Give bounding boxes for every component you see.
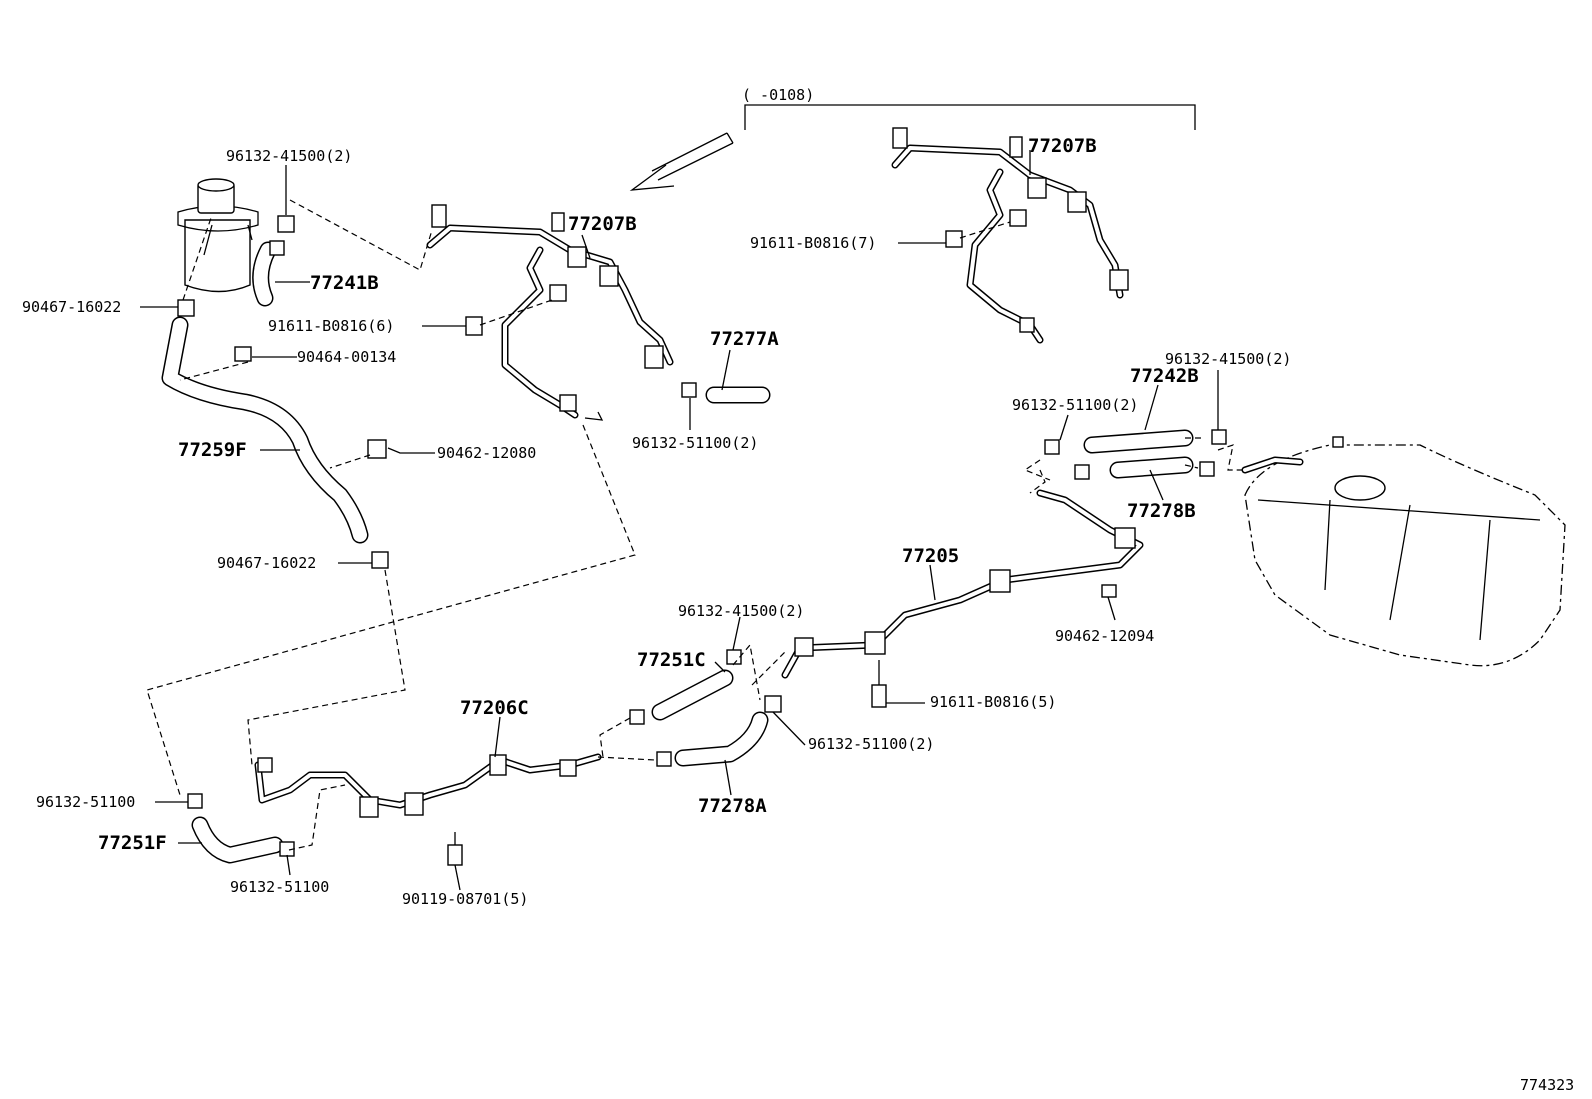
label-96132-51100-c: 96132-51100(2): [808, 735, 934, 753]
hose-77251f: [187, 793, 295, 864]
label-91611-b0816-6: 91611-B0816(6): [268, 317, 394, 335]
label-77251c: 77251C: [637, 649, 706, 671]
clamp-96132-51100-lower: [1074, 464, 1090, 480]
label-96132-51100-e: 96132-51100: [230, 878, 329, 896]
label-77207b-b: 77207B: [1028, 135, 1097, 157]
label-77241b: 77241B: [310, 272, 379, 294]
label-96132-51100-b: 96132-51100(2): [1012, 396, 1138, 414]
pipe-77205: [781, 489, 1144, 679]
clamp-96132-41500-tank: [1211, 429, 1227, 445]
hose-77241b: [252, 241, 277, 307]
label-90467-16022-b: 90467-16022: [217, 554, 316, 572]
label-91611-b0816-5: 91611-B0816(5): [930, 693, 1056, 711]
fuel-tank: [1241, 436, 1566, 667]
label-77242b: 77242B: [1130, 365, 1199, 387]
hose-77277a: [681, 382, 771, 404]
hose-77259f: [161, 316, 369, 544]
label-96132-41500-c: 96132-41500(2): [678, 602, 804, 620]
label-77278a: 77278A: [698, 795, 767, 817]
clip-90464-00134: [234, 346, 252, 362]
label-77205: 77205: [902, 545, 959, 567]
hose-77251c: [629, 649, 742, 725]
pipe-77206c: [254, 753, 602, 818]
bolt-91611-b0816-6: [465, 316, 483, 336]
label-77206c: 77206C: [460, 697, 529, 719]
pipe-77207b-right: [891, 127, 1129, 344]
bolt-90119-08701: [447, 832, 463, 866]
label-77259f: 77259F: [178, 439, 247, 461]
label-91611-b0816-7: 91611-B0816(7): [750, 234, 876, 252]
clip-90462-12080: [367, 439, 387, 459]
label-77251f: 77251F: [98, 832, 167, 854]
label-77278b: 77278B: [1127, 500, 1196, 522]
clamp-90467-16022-upper: [177, 299, 195, 317]
label-90467-16022-a: 90467-16022: [22, 298, 121, 316]
label-90462-12080: 90462-12080: [437, 444, 536, 462]
label-96132-41500-b: 96132-41500(2): [1165, 350, 1291, 368]
direction-arrow: [629, 132, 734, 191]
clamp-90467-16022-lower: [371, 551, 389, 569]
clamp-96132-41500-upper: [277, 215, 295, 233]
label-77207b-a: 77207B: [568, 213, 637, 235]
bolt-91611-b0816-5: [871, 660, 887, 708]
figure-number: 774323: [1520, 1076, 1574, 1094]
leader-lines: [140, 150, 1219, 891]
label-96132-51100-d: 96132-51100: [36, 793, 135, 811]
clamp-96132-51100-upper: [1044, 439, 1060, 455]
label-96132-41500-a: 96132-41500(2): [226, 147, 352, 165]
pipe-77207b-left: [426, 204, 674, 421]
range-bracket: ( -0108): [742, 86, 1196, 130]
clamp-upper-2: [269, 240, 285, 256]
bolt-91611-b0816-7: [945, 230, 963, 248]
hose-77242b: [1083, 429, 1194, 454]
hose-77278a: [656, 695, 782, 767]
label-96132-51100-a: 96132-51100(2): [632, 434, 758, 452]
clamp-tank-lower: [1199, 461, 1215, 477]
label-77277a: 77277A: [710, 328, 779, 350]
charcoal-canister: [177, 178, 259, 293]
dashed-connectors: [146, 199, 1245, 851]
range-note: ( -0108): [742, 86, 814, 104]
label-90119-08701: 90119-08701(5): [402, 890, 528, 908]
hose-77278b: [1109, 456, 1194, 479]
label-90464-00134: 90464-00134: [297, 348, 396, 366]
label-90462-12094: 90462-12094: [1055, 627, 1154, 645]
